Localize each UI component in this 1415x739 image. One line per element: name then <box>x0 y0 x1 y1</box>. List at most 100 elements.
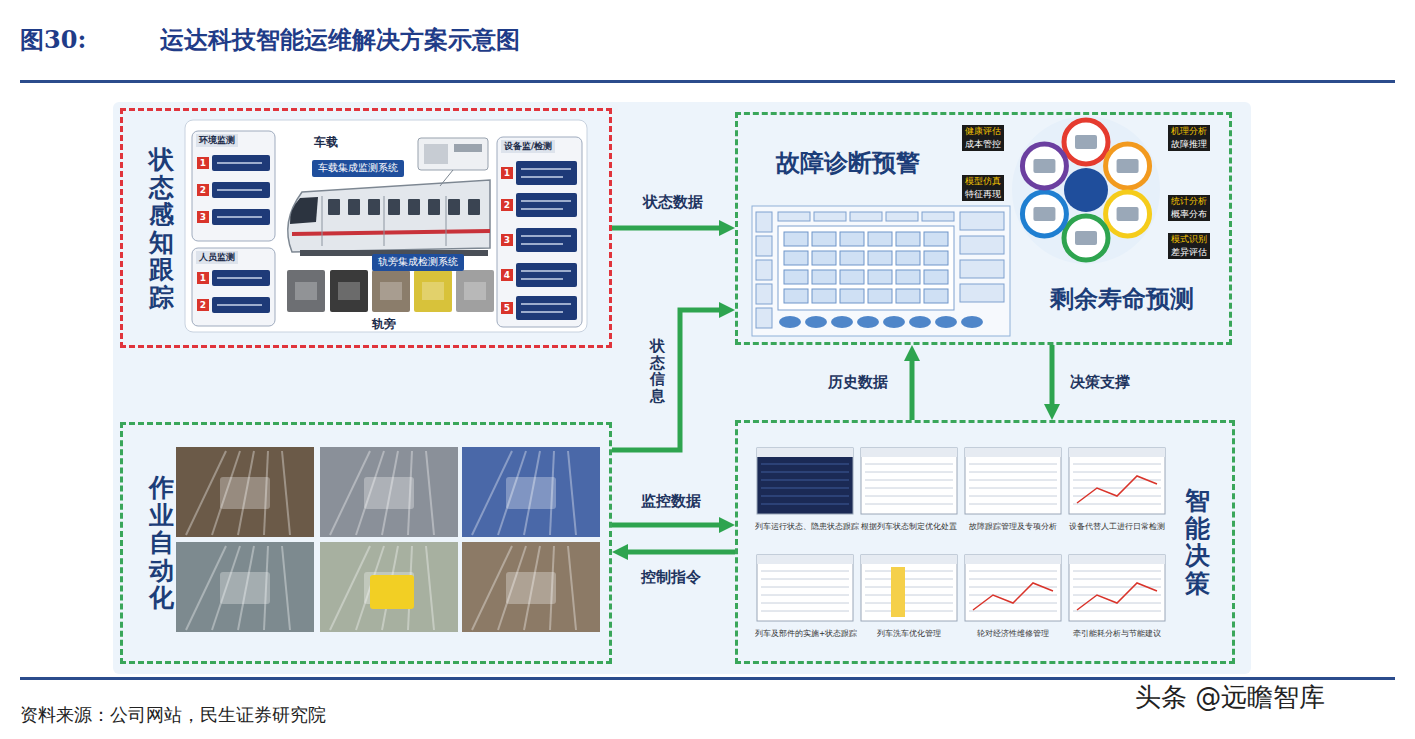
label-text: 1 <box>197 272 209 284</box>
model-petal <box>1022 192 1066 236</box>
screen-row <box>865 611 953 612</box>
trackside-photo <box>372 270 410 312</box>
monitor-panel: 人员监测 <box>192 248 275 326</box>
screen-row <box>1073 488 1161 489</box>
label-text: 1 <box>501 167 513 179</box>
screen-header <box>965 448 1061 457</box>
arch-block <box>960 284 1004 302</box>
screen-row <box>865 579 953 580</box>
edge-label: 状态信息 <box>650 338 665 404</box>
label-text: 1 <box>197 157 209 169</box>
screen-row <box>969 571 1057 572</box>
monitor-panel <box>192 131 275 241</box>
screen-row <box>865 472 953 473</box>
arch-block <box>756 260 772 280</box>
edge-label: 控制指令 <box>641 568 701 587</box>
screen-row <box>761 472 849 473</box>
model-petal <box>1022 144 1066 188</box>
train-window <box>348 199 360 215</box>
item-text-stub <box>217 216 262 218</box>
screen-row <box>1073 595 1161 596</box>
flow-arrow <box>622 550 735 555</box>
screen-row <box>865 488 953 489</box>
item-text-stub <box>217 162 262 164</box>
monitor-panel: 设备监/检测 <box>497 137 582 327</box>
arch-cell <box>896 251 920 265</box>
model-picture <box>1117 207 1139 221</box>
system-bar: 轨旁集成检测系统 <box>372 254 464 271</box>
label-text: 车载 <box>314 134 338 151</box>
item-text-stub <box>521 176 563 177</box>
label-text: 统计分析 <box>1168 195 1210 208</box>
model-petal <box>1106 144 1150 188</box>
screen-row <box>969 480 1057 481</box>
label-text: 概率分布 <box>1168 208 1210 221</box>
screen-header <box>861 448 957 457</box>
label-text: 特征再现 <box>962 188 1004 201</box>
arch-cell <box>812 232 836 246</box>
screen-row <box>1073 571 1161 572</box>
arch-cell <box>924 232 948 246</box>
monitor-panel <box>497 137 582 327</box>
train-windscreen <box>290 197 318 224</box>
node-text: 设备监/检测 <box>501 140 555 153</box>
node-text: 环境监测 <box>196 134 238 147</box>
arch-cell <box>784 251 808 265</box>
edge-label: 监控数据 <box>641 492 701 511</box>
arch-block <box>960 260 1004 278</box>
arch-cell <box>924 270 948 284</box>
figure-title: 运达科技智能运维解决方案示意图 <box>160 24 520 56</box>
label-text: 差异评估 <box>1168 246 1210 259</box>
label-text: 5 <box>501 302 513 314</box>
arch-block <box>778 212 810 221</box>
item-text-stub <box>521 200 571 201</box>
screen-row <box>865 504 953 505</box>
node-text: 故障诊断预警 <box>776 147 920 179</box>
screen-row <box>865 480 953 481</box>
arch-module <box>805 316 827 328</box>
photo-structure <box>426 546 434 630</box>
equipment-part <box>454 144 482 152</box>
arch-block <box>960 236 1004 254</box>
trackside-photo <box>456 270 494 312</box>
screen-header <box>861 555 957 564</box>
footer-rule <box>20 677 1395 680</box>
node-text: 作业自动化 <box>149 474 174 612</box>
photo-object <box>506 572 556 604</box>
screen-row <box>761 480 849 481</box>
photo-structure <box>282 451 290 535</box>
arch-cell <box>868 270 892 284</box>
model-picture <box>1033 207 1055 221</box>
photo-structure <box>568 451 576 535</box>
screen-row <box>1073 472 1161 473</box>
label-text: 头条 @远瞻智库 <box>1135 680 1325 715</box>
node-text: 剩余寿命预测 <box>1050 283 1194 315</box>
trackside-device <box>338 282 360 300</box>
item-text-stub <box>217 304 262 306</box>
item-bar <box>212 182 270 198</box>
item-text-stub <box>521 168 571 169</box>
decision-region: 智能决策 <box>735 420 1235 664</box>
screen-capture <box>757 555 853 621</box>
train-window <box>328 199 340 215</box>
screen-row <box>865 595 953 596</box>
item-text-stub <box>521 235 571 236</box>
arch-block <box>756 236 772 256</box>
item-bar <box>212 270 270 286</box>
screen-header <box>757 555 853 564</box>
edge-label: 历史数据 <box>828 373 888 392</box>
monitor-panel <box>192 248 275 326</box>
item-text-stub <box>217 277 262 279</box>
screen-row <box>969 611 1057 612</box>
item-text-stub <box>521 311 563 312</box>
screen-row <box>1073 579 1161 580</box>
arch-cell <box>868 251 892 265</box>
label-text: 3 <box>501 234 513 246</box>
arch-module <box>909 316 931 328</box>
arch-block <box>756 284 772 304</box>
work-photo <box>462 542 600 632</box>
label-text: 故障跟踪管理及专项分析 <box>963 522 1063 532</box>
item-bar <box>212 297 270 313</box>
model-picture <box>1033 159 1055 173</box>
label-text: 3 <box>197 211 209 223</box>
